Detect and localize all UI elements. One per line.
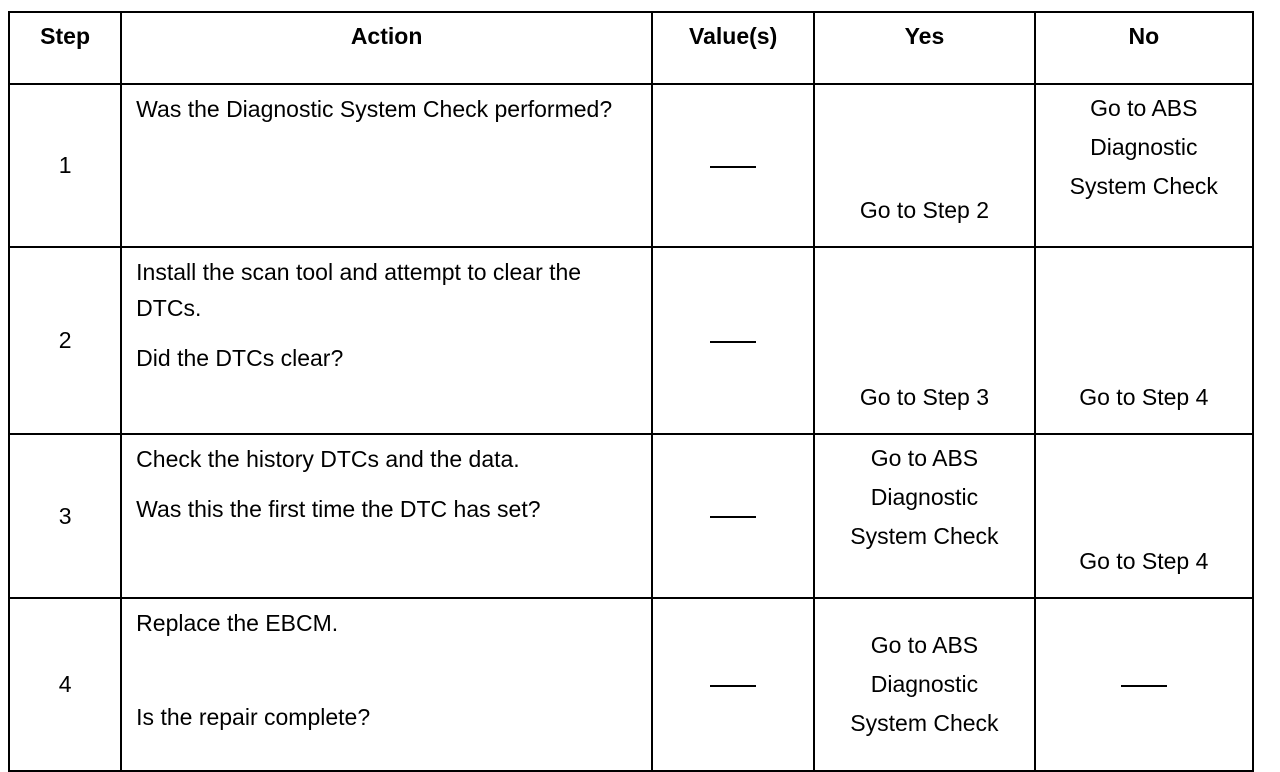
action-text: Check the history DTCs and the data. bbox=[136, 446, 520, 472]
value-cell bbox=[651, 83, 816, 248]
diagnostic-table: Step Action Value(s) Yes No 1 Was the Di… bbox=[7, 11, 1255, 772]
header-yes: Yes bbox=[813, 11, 1036, 85]
header-values: Value(s) bbox=[651, 11, 816, 85]
table-header-row: Step Action Value(s) Yes No bbox=[7, 11, 1255, 85]
step-number: 2 bbox=[7, 246, 123, 435]
yes-outcome: Go to Step 2 bbox=[859, 197, 989, 223]
action-question: Is the repair complete? bbox=[136, 704, 371, 730]
action-cell: Replace the EBCM. Is the repair complete… bbox=[120, 597, 654, 772]
action-cell: Check the history DTCs and the data. Was… bbox=[120, 433, 654, 599]
value-dash bbox=[710, 165, 757, 168]
action-question: Did the DTCs clear? bbox=[136, 345, 344, 371]
yes-outcome: Go to ABS Diagnostic System Check bbox=[850, 632, 999, 736]
table-row: 3 Check the history DTCs and the data. W… bbox=[7, 433, 1255, 599]
no-cell: Go to ABS Diagnostic System Check bbox=[1033, 83, 1255, 248]
yes-cell: Go to Step 2 bbox=[813, 83, 1036, 248]
action-text: Install the scan tool and attempt to cle… bbox=[136, 259, 582, 321]
no-outcome: Go to ABS Diagnostic System Check bbox=[1069, 95, 1218, 199]
value-cell bbox=[651, 597, 816, 772]
no-dash bbox=[1120, 684, 1167, 687]
action-cell: Was the Diagnostic System Check performe… bbox=[120, 83, 654, 248]
no-cell: Go to Step 4 bbox=[1033, 246, 1255, 435]
yes-cell: Go to Step 3 bbox=[813, 246, 1036, 435]
step-number: 3 bbox=[7, 433, 123, 599]
action-text: Was the Diagnostic System Check performe… bbox=[136, 96, 613, 122]
action-question: Was this the first time the DTC has set? bbox=[136, 496, 541, 522]
value-cell bbox=[651, 433, 816, 599]
table-row: 1 Was the Diagnostic System Check perfor… bbox=[7, 83, 1255, 248]
value-dash bbox=[710, 684, 757, 687]
no-outcome: Go to Step 4 bbox=[1079, 384, 1209, 410]
yes-cell: Go to ABS Diagnostic System Check bbox=[813, 597, 1036, 772]
value-dash bbox=[710, 516, 757, 519]
table-row: 4 Replace the EBCM. Is the repair comple… bbox=[7, 597, 1255, 772]
action-cell: Install the scan tool and attempt to cle… bbox=[120, 246, 654, 435]
action-text: Replace the EBCM. bbox=[136, 610, 339, 636]
value-cell bbox=[651, 246, 816, 435]
value-dash bbox=[710, 340, 757, 343]
yes-outcome: Go to ABS Diagnostic System Check bbox=[850, 445, 999, 549]
header-action: Action bbox=[120, 11, 654, 85]
yes-outcome: Go to Step 3 bbox=[859, 384, 989, 410]
no-outcome: Go to Step 4 bbox=[1079, 548, 1209, 574]
no-cell bbox=[1033, 597, 1255, 772]
no-cell: Go to Step 4 bbox=[1033, 433, 1255, 599]
yes-cell: Go to ABS Diagnostic System Check bbox=[813, 433, 1036, 599]
step-number: 4 bbox=[7, 597, 123, 772]
table-row: 2 Install the scan tool and attempt to c… bbox=[7, 246, 1255, 435]
header-no: No bbox=[1033, 11, 1255, 85]
step-number: 1 bbox=[7, 83, 123, 248]
header-step: Step bbox=[7, 11, 123, 85]
